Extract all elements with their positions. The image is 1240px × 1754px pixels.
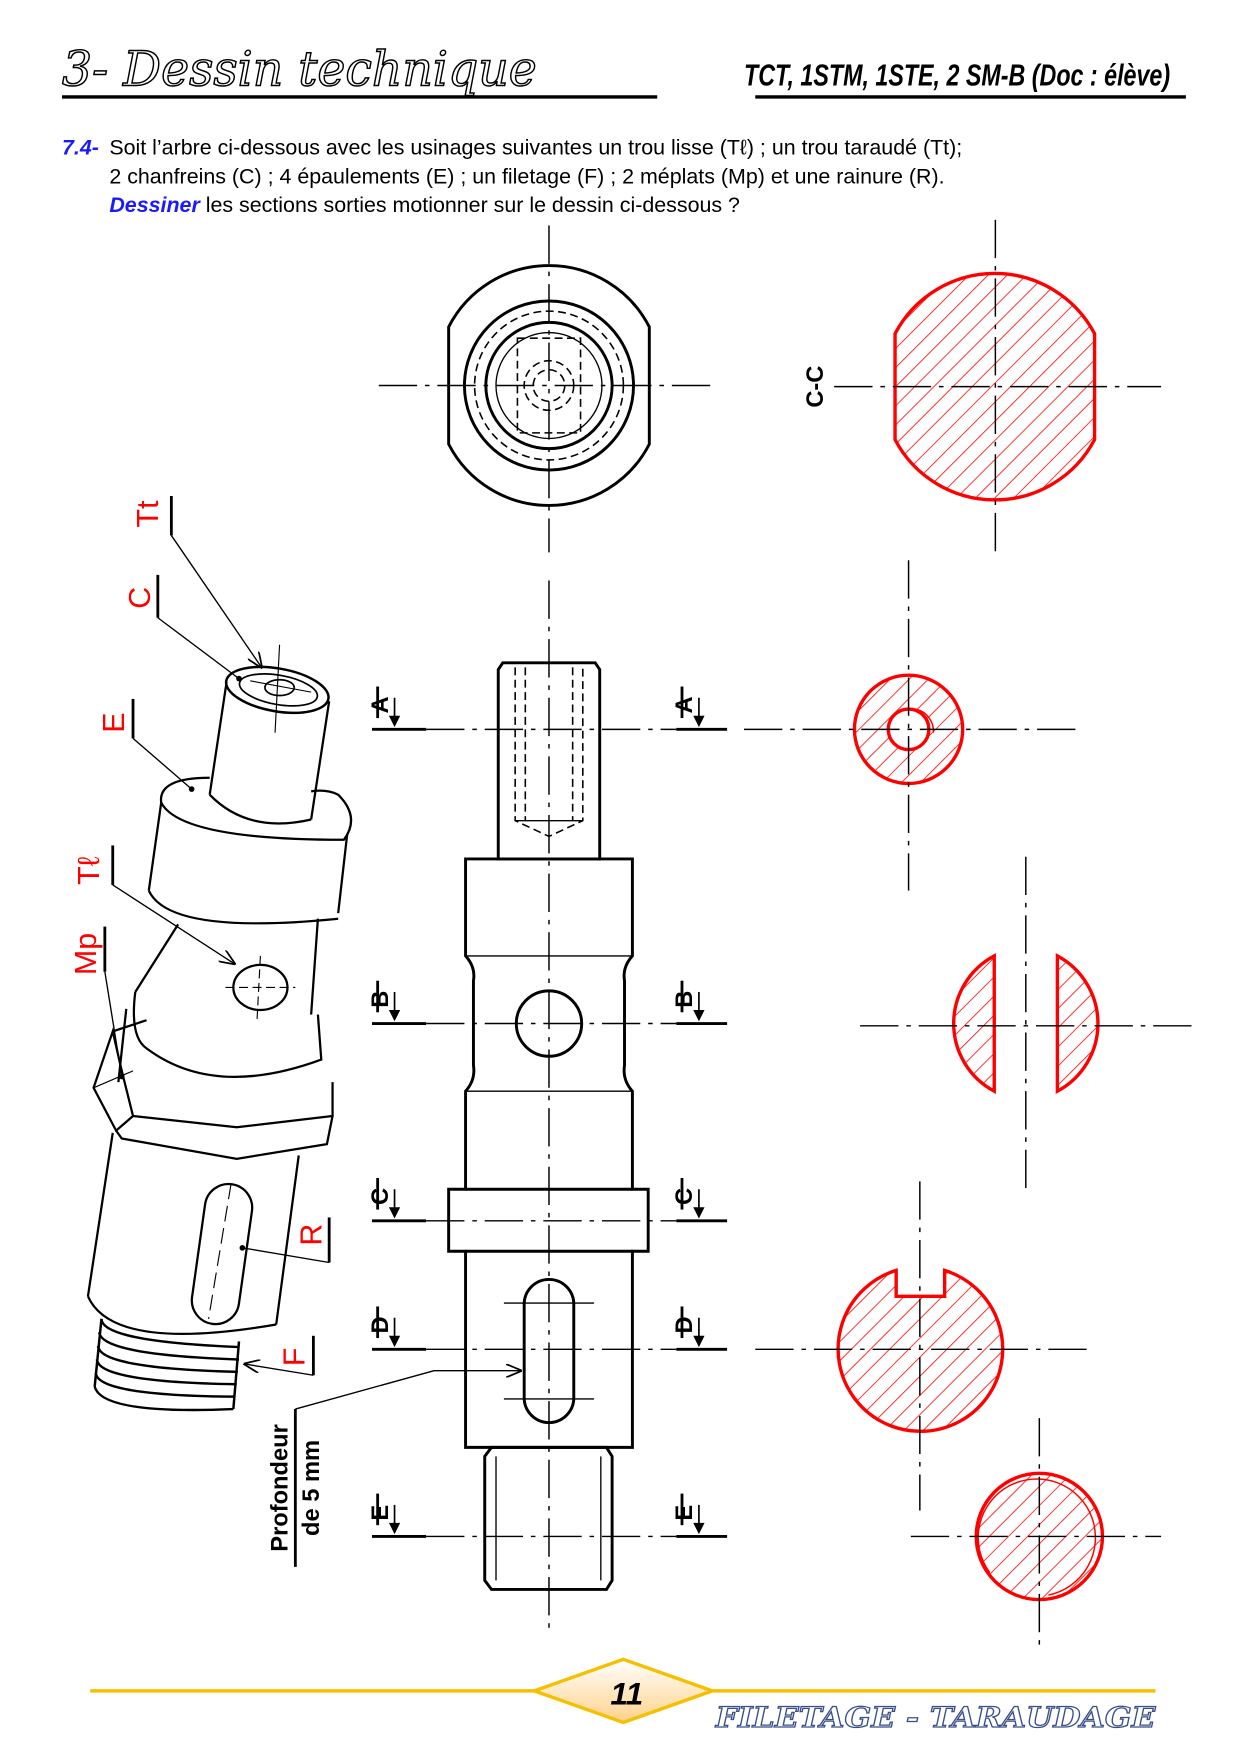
section-letter: A — [672, 696, 698, 713]
label-mp: Mp — [69, 933, 103, 975]
section-d — [755, 1181, 1088, 1511]
header-classes: TCT, 1STM, 1STE, 2 SM-B (Doc : élève) — [744, 59, 1170, 93]
header-title: 3- Dessin technique — [62, 43, 537, 98]
section-c-c: C-C — [803, 219, 1162, 553]
section-b — [860, 856, 1193, 1190]
section-marker-c-left: C — [368, 1177, 677, 1223]
section-marker-d-right: D — [672, 1306, 728, 1351]
section-letter: D — [672, 1316, 698, 1333]
depth-note-line-2: de 5 mm — [299, 1440, 325, 1536]
label-tl: Tℓ — [72, 856, 106, 885]
question-line-2: 2 chanfreins (C) ; 4 épaulements (E) ; u… — [109, 165, 944, 189]
shaft-end-view — [378, 225, 713, 553]
depth-note: Profondeur de 5 mm — [267, 1371, 520, 1567]
chapter-title: FILETAGE - TARAUDAGE — [715, 1701, 1156, 1734]
label-r: R — [294, 1224, 328, 1246]
section-marker-e-right: E — [672, 1493, 728, 1538]
section-marker-a-right: A — [672, 686, 728, 731]
section-marker-c-right: C — [672, 1177, 728, 1223]
label-c: C — [123, 587, 157, 609]
section-letter: C — [672, 1188, 698, 1205]
section-e — [910, 1418, 1162, 1652]
question-line-1: Soit l’arbre ci-dessous avec les usinage… — [109, 135, 962, 159]
shaft-front-view — [447, 580, 650, 1635]
question-verb: Dessiner — [109, 193, 201, 217]
label-f: F — [277, 1348, 311, 1367]
footer: 11 FILETAGE - TARAUDAGE — [90, 1657, 1157, 1735]
question-line-3: Dessiner les sections sorties motionner … — [109, 193, 740, 217]
section-a — [743, 560, 1077, 891]
section-letter: E — [672, 1505, 698, 1521]
section-marker-b-right: B — [672, 980, 728, 1025]
section-letter: B — [672, 991, 698, 1008]
section-letter: D — [368, 1316, 394, 1333]
question-line-3-text: les sections sorties motionner sur le de… — [200, 193, 740, 217]
section-c-c-label: C-C — [803, 366, 829, 408]
label-tt: Tt — [131, 500, 165, 528]
depth-note-line-1: Profondeur — [267, 1424, 293, 1551]
section-letter: E — [368, 1505, 394, 1521]
isometric-shaft-view — [86, 644, 353, 1412]
section-indicators: A A B B C C D D — [368, 686, 728, 1538]
iso-labels: Tt C E Tℓ Mp R F — [69, 495, 331, 1376]
section-marker-e-left: E — [368, 1493, 677, 1538]
section-marker-a-left: A — [368, 686, 677, 731]
question-number: 7.4- — [62, 135, 99, 159]
label-e: E — [97, 712, 131, 732]
section-letter: A — [368, 696, 394, 713]
section-marker-b-left: B — [368, 980, 677, 1025]
section-letter: C — [368, 1188, 394, 1205]
section-letter: B — [368, 991, 394, 1008]
page-number: 11 — [610, 1675, 643, 1711]
section-marker-d-left: D — [368, 1306, 677, 1351]
